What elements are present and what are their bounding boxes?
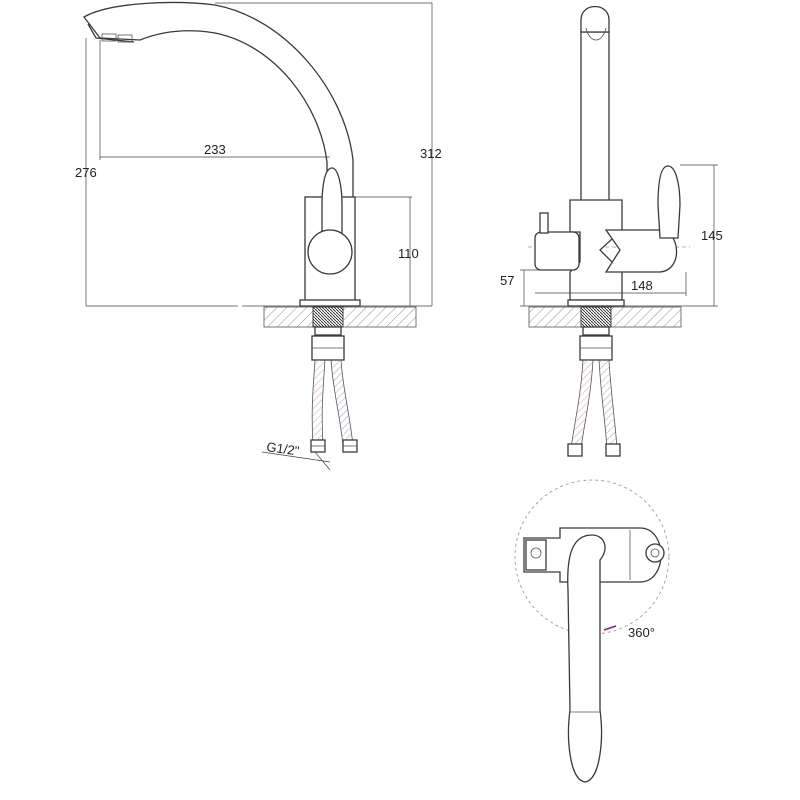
dim-145-label: 145 [701,228,723,243]
side-view: 145 57 148 [500,5,723,457]
rotation-label: 360° [628,625,655,640]
dim-57-label: 57 [500,273,514,288]
top-view: 360° [514,479,670,783]
front-base-plate [299,299,361,307]
top-filter-valve [525,539,547,571]
side-spout-tube [580,31,610,203]
front-view: 233 276 312 110 G1/2" [75,1,442,471]
front-spout [83,1,354,199]
top-handle-knob [645,543,665,563]
side-thread-shank [580,306,612,328]
side-hot-hose [571,359,593,449]
side-hose-fitting-cold [605,443,621,457]
side-hose-fitting-hot [567,443,583,457]
front-thread-shank [312,306,344,328]
dim-reach-label: 233 [204,142,226,157]
dim-110-label: 110 [398,246,419,261]
front-aerator-ring [101,33,117,42]
thread-spec-label: G1/2" [266,439,301,458]
side-filter-lever [539,212,549,234]
side-cold-hose [599,359,617,449]
top-spout-plan [567,534,606,783]
side-filter-valve [534,231,580,271]
dim-276-label: 276 [75,165,97,180]
front-cartridge-disc [307,229,353,275]
front-handle-lever [321,167,343,236]
front-aerator [87,23,135,43]
dim-148-label: 148 [631,278,653,293]
front-cold-hose [331,359,353,446]
side-spout-head [580,5,610,33]
front-hot-hose [312,359,325,446]
dim-312-label: 312 [420,146,442,161]
side-handle-lever [657,165,681,239]
rotation-marker [603,625,617,631]
